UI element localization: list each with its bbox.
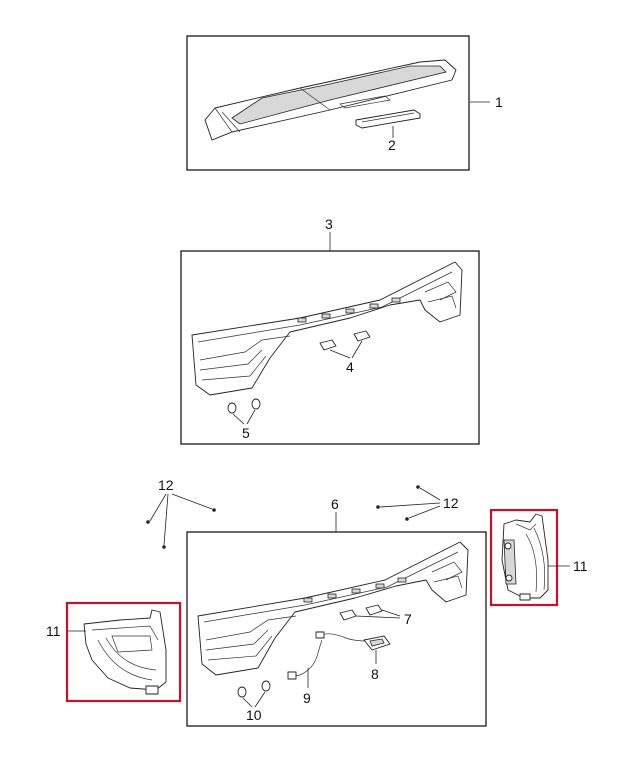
bracket-part[interactable] [355, 109, 421, 129]
callout-11-right: 11 [573, 558, 588, 574]
panel-1: 1 2 [186, 35, 503, 171]
screws-12-right[interactable]: 12 [376, 485, 459, 521]
callout-10: 10 [246, 707, 262, 723]
tail-lamp-left-group: 11 [46, 601, 182, 703]
nut-10-parts[interactable] [237, 680, 271, 698]
nut-5-parts[interactable] [227, 398, 261, 414]
clip-4-parts[interactable] [319, 330, 371, 351]
callout-8: 8 [371, 666, 379, 682]
applique-lamp-part[interactable] [197, 541, 469, 676]
callout-6: 6 [331, 496, 339, 512]
callout-7: 7 [404, 611, 412, 627]
tail-lamp-right-part[interactable] [501, 513, 549, 601]
tail-lamp-left-part[interactable] [83, 609, 167, 695]
callout-1: 1 [495, 94, 503, 110]
highlight-box-left [65, 601, 182, 703]
panel-1-frame [186, 35, 470, 171]
callout-4: 4 [346, 359, 354, 375]
clip-7-parts[interactable] [339, 604, 383, 621]
callout-2: 2 [388, 137, 396, 153]
spoiler-part[interactable] [204, 59, 457, 141]
callout-3: 3 [325, 216, 333, 232]
callout-12-left: 12 [158, 477, 174, 493]
highlight-box-right [489, 508, 559, 607]
panel-3: 3 4 5 [180, 216, 480, 445]
callout-5: 5 [242, 425, 250, 441]
callout-9: 9 [303, 690, 311, 706]
callout-11-left: 11 [46, 623, 61, 639]
wiring-9-part[interactable] [287, 631, 373, 680]
screws-12-left[interactable]: 12 [146, 477, 216, 549]
callout-12-right: 12 [443, 495, 459, 511]
panel-6: 6 7 9 [186, 496, 487, 727]
lamp-8-part[interactable] [363, 635, 391, 651]
applique-part[interactable] [191, 261, 463, 396]
panel-6-frame [186, 531, 487, 727]
tail-lamp-right-group: 11 [489, 508, 588, 607]
